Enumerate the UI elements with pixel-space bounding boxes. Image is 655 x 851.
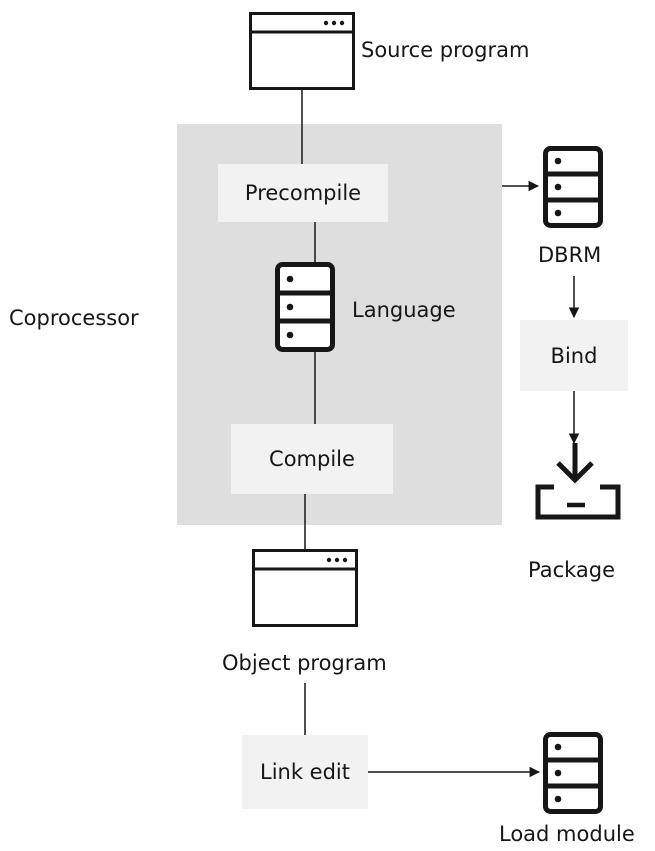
source-program-label: Source program <box>361 38 530 62</box>
link-edit-box: Link edit <box>242 735 368 809</box>
compile-box: Compile <box>231 424 393 494</box>
browser-window-icon <box>252 549 358 627</box>
bind-box: Bind <box>520 320 628 391</box>
browser-window-icon <box>249 12 355 90</box>
load-module-label: Load module <box>499 822 635 846</box>
data-store-icon <box>543 732 603 814</box>
data-store-icon <box>275 262 335 352</box>
language-label: Language <box>352 298 456 322</box>
object-program-label: Object program <box>222 651 387 675</box>
bind-label: Bind <box>550 343 598 368</box>
precompile-box: Precompile <box>218 164 388 222</box>
coprocessor-label: Coprocessor <box>9 306 139 330</box>
download-tray-icon <box>535 443 621 520</box>
dbrm-label: DBRM <box>538 243 602 267</box>
package-label: Package <box>528 558 616 582</box>
compile-label: Compile <box>269 447 355 471</box>
precompile-label: Precompile <box>244 181 362 205</box>
link-edit-label: Link edit <box>260 760 350 784</box>
data-store-icon <box>543 146 603 228</box>
